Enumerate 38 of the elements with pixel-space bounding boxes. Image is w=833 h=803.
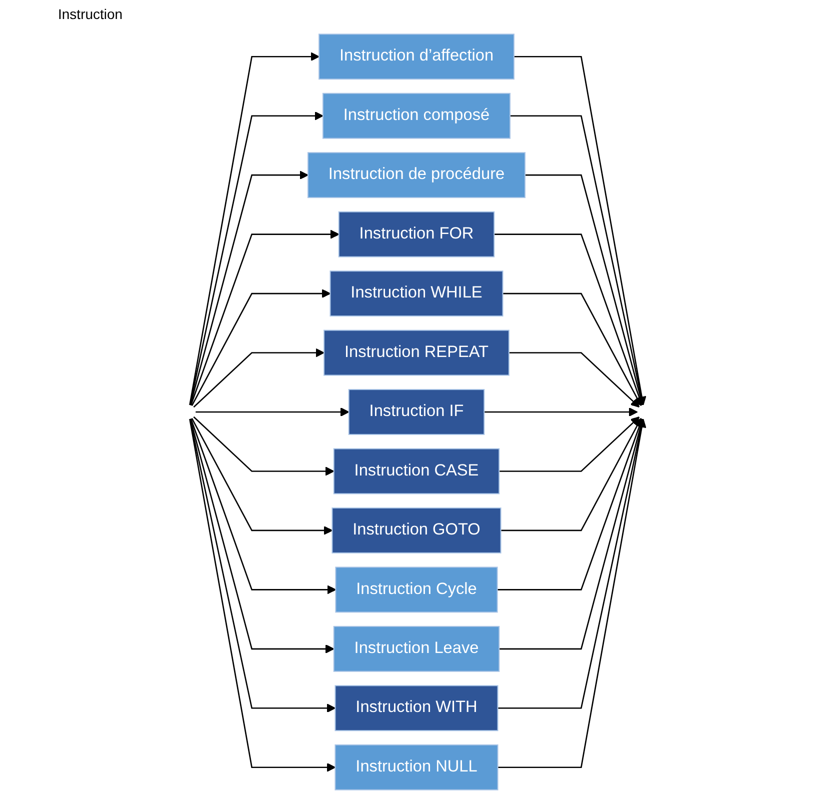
process-box: Instruction GOTO [332,507,502,554]
arrow [189,52,320,406]
process-box: Instruction de procédure [307,152,526,198]
arrow [193,348,324,408]
diagram-title: Instruction [58,6,123,22]
process-box: Instruction Leave [333,626,500,672]
arrow [189,418,336,772]
process-box: Instruction WHILE [330,270,504,317]
arrow [193,416,334,476]
arrow [191,418,333,535]
arrow [514,56,646,406]
arrow [190,230,340,406]
process-box: Instruction IF [348,389,485,435]
arrow [196,408,350,416]
process-box: Instruction WITH [334,685,498,732]
process-box: Instruction NULL [334,744,498,790]
process-box: Instruction Cycle [335,566,498,613]
arrow [500,418,642,532]
arrow [191,289,331,406]
arrow [189,111,324,406]
arrow [189,418,336,713]
arrow [510,115,646,406]
process-box: Instruction d’affection [318,34,514,80]
process-box: Instruction CASE [333,448,500,494]
arrow [497,418,644,590]
arrow [498,418,646,709]
arrow [190,170,308,406]
process-box: Instruction FOR [338,211,495,258]
arrow [190,418,334,654]
process-box: Instruction composé [322,92,511,139]
arrow [502,292,642,406]
arrow [494,234,644,406]
arrow [499,416,640,472]
arrow [484,408,638,416]
arrow [498,418,646,768]
process-box: Instruction REPEAT [324,330,510,376]
arrow [508,352,640,408]
arrow [190,418,336,594]
